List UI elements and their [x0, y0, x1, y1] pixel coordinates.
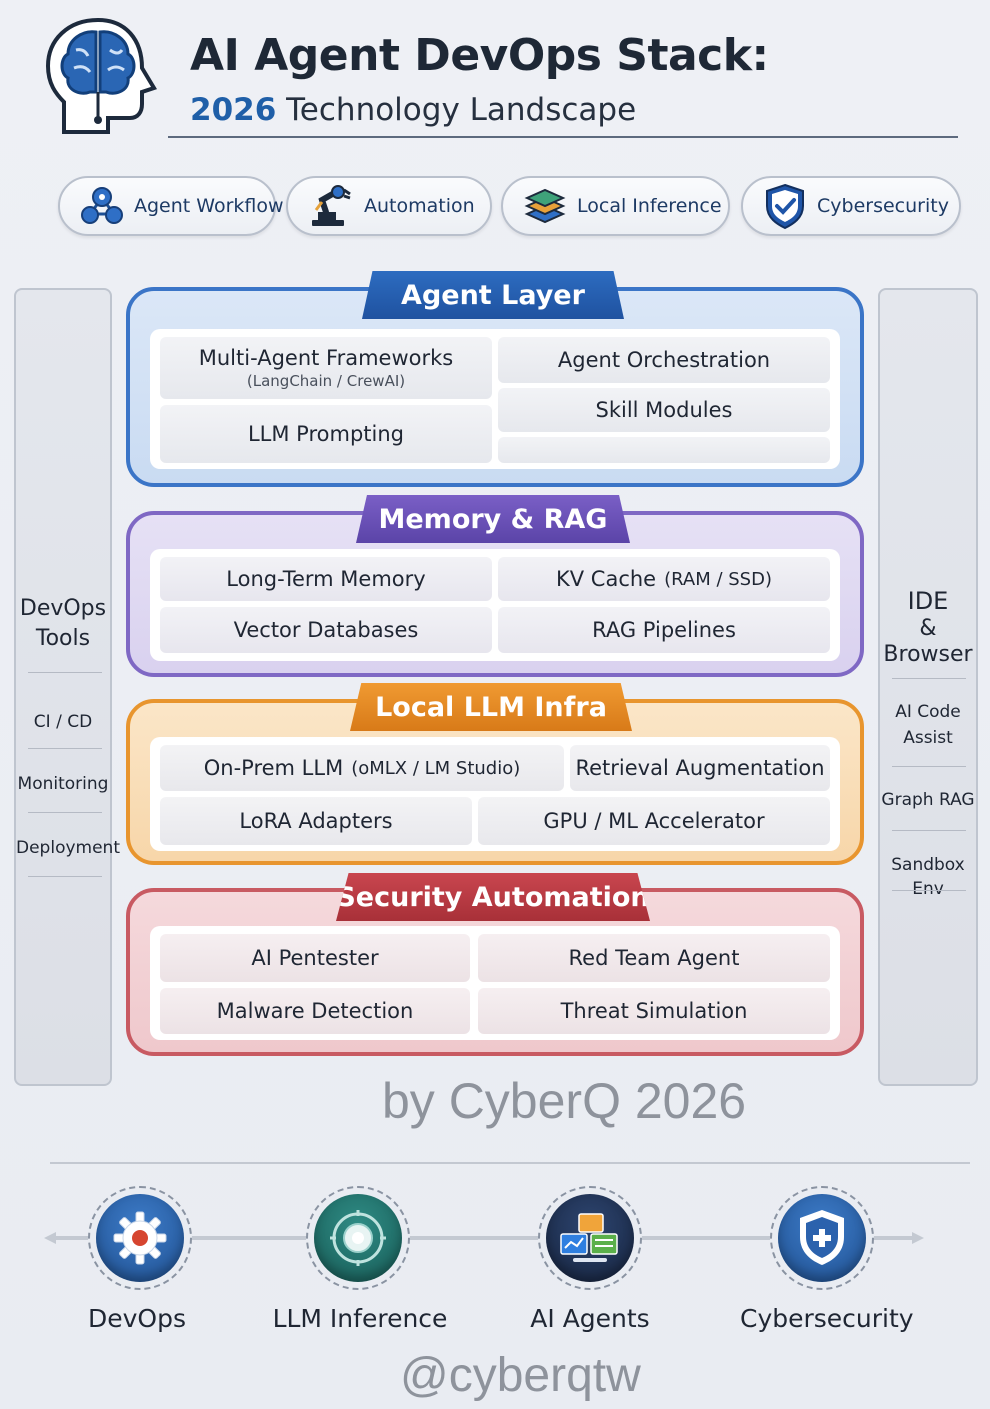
cell-orchestration: Agent Orchestration	[498, 337, 830, 383]
cell-retrieval-augmentation: Retrieval Augmentation	[570, 745, 830, 791]
side-item-ai-code-assist: Assist	[903, 728, 953, 748]
badge-devops	[88, 1186, 192, 1290]
cell-on-prem-llm: On-Prem LLM (oMLX / LM Studio)	[160, 745, 564, 791]
cell-sublabel: (oMLX / LM Studio)	[351, 757, 521, 779]
agent-layer-grid: Multi-Agent Frameworks (LangChain / Crew…	[150, 329, 840, 469]
chip-icon	[314, 1194, 402, 1282]
subtitle-year: 2026	[190, 92, 277, 128]
cell-lora-adapters: LoRA Adapters	[160, 797, 472, 845]
pill-cybersecurity: Cybersecurity	[741, 176, 961, 236]
shield-plus-icon	[778, 1194, 866, 1282]
brain-head-icon	[38, 14, 166, 138]
bottom-label-ai-agents: AI Agents	[530, 1304, 650, 1333]
side-title: IDE	[907, 587, 949, 615]
cell-sublabel: (LangChain / CrewAI)	[246, 372, 406, 390]
side-divider	[28, 812, 102, 813]
cell-threat-simulation: Threat Simulation	[478, 988, 830, 1034]
page-title: AI Agent DevOps Stack:	[190, 30, 769, 81]
security-layer-grid: AI Pentester Red Team Agent Malware Dete…	[150, 926, 840, 1040]
pill-local-inference: Local Inference	[501, 176, 730, 236]
memory-layer-grid: Long-Term Memory KV Cache (RAM / SSD) Ve…	[150, 549, 840, 661]
cell-llm-prompting: LLM Prompting	[160, 405, 492, 463]
side-divider	[28, 748, 102, 749]
timeline-arrow-left	[44, 1232, 56, 1244]
cell-red-team-agent: Red Team Agent	[478, 934, 830, 982]
gear-icon	[96, 1194, 184, 1282]
pill-agent-workflow: Agent Workflow	[58, 176, 284, 236]
cell-label: On-Prem LLM	[203, 756, 344, 780]
side-item-ci-cd: CI / CD	[33, 712, 93, 732]
robot-arm-icon	[312, 185, 351, 226]
workflow-nodes-icon	[81, 187, 123, 224]
side-divider	[892, 678, 966, 679]
cell-malware-detection: Malware Detection	[160, 988, 470, 1034]
side-title: &	[919, 616, 937, 641]
side-title: Tools	[35, 626, 91, 651]
side-item-deployment: Deployment	[16, 838, 120, 858]
security-layer: AI Pentester Red Team Agent Malware Dete…	[126, 888, 864, 1056]
side-title: DevOps	[19, 596, 107, 621]
layers-stack-icon	[524, 188, 566, 224]
subtitle-text: Technology Landscape	[286, 92, 637, 128]
bottom-label-devops: DevOps	[88, 1304, 186, 1333]
page-subtitle: 2026 Technology Landscape	[190, 92, 636, 128]
side-item-ai-code: AI Code	[895, 702, 961, 722]
cell-long-term-memory: Long-Term Memory	[160, 557, 492, 601]
timeline-arrow-right	[912, 1232, 924, 1244]
cell-ai-pentester: AI Pentester	[160, 934, 470, 982]
devops-tools-panel: DevOps Tools CI / CD Monitoring Deployme…	[14, 288, 120, 1086]
cell-skill-modules: Skill Modules	[498, 388, 830, 432]
pill-label: Cybersecurity	[817, 195, 949, 217]
timeline-line	[44, 1232, 924, 1244]
security-layer-title: Security Automation	[336, 873, 650, 921]
agent-screens-icon	[546, 1194, 634, 1282]
title-divider	[168, 136, 958, 138]
badge-ai-agents	[538, 1186, 642, 1290]
cell-rag-pipelines: RAG Pipelines	[498, 607, 830, 653]
side-divider	[892, 830, 966, 831]
side-divider	[892, 890, 966, 891]
agent-layer-title: Agent Layer	[362, 271, 624, 319]
credit-text: by CyberQ 2026	[382, 1073, 747, 1129]
side-title: Browser	[883, 642, 973, 667]
ide-browser-panel: IDE & Browser AI Code Assist Graph RAG S…	[878, 288, 978, 1086]
pill-label: Local Inference	[577, 195, 722, 217]
cell-empty	[498, 437, 830, 463]
llm-layer-grid: On-Prem LLM (oMLX / LM Studio) Retrieval…	[150, 737, 840, 851]
llm-layer-title: Local LLM Infra	[350, 683, 632, 731]
side-divider	[28, 672, 102, 673]
bottom-label-llm-inference: LLM Inference	[272, 1304, 448, 1333]
shield-check-icon	[766, 183, 804, 230]
agent-layer: Multi-Agent Frameworks (LangChain / Crew…	[126, 287, 864, 487]
side-item-graph-rag: Graph RAG	[881, 790, 975, 810]
cell-label: Multi-Agent Frameworks	[198, 346, 454, 370]
bottom-divider	[50, 1162, 970, 1164]
cell-gpu-accelerator: GPU / ML Accelerator	[478, 797, 830, 845]
social-handle: @cyberqtw	[400, 1349, 641, 1402]
cell-kv-cache: KV Cache (RAM / SSD)	[498, 557, 830, 601]
pill-label: Automation	[364, 195, 475, 217]
bottom-label-cybersecurity: Cybersecurity	[740, 1304, 914, 1333]
pill-label: Agent Workflow	[134, 195, 284, 217]
badge-llm-inference	[306, 1186, 410, 1290]
side-divider	[28, 876, 102, 877]
side-item-monitoring: Monitoring	[17, 774, 109, 794]
cell-label: KV Cache	[555, 567, 657, 591]
badge-cybersecurity	[770, 1186, 874, 1290]
cell-sublabel: (RAM / SSD)	[664, 568, 772, 590]
memory-layer-title: Memory & RAG	[356, 495, 630, 543]
pill-automation: Automation	[286, 176, 492, 236]
side-item-sandbox: Sandbox Env	[891, 855, 965, 899]
side-divider	[892, 766, 966, 767]
cell-multi-agent: Multi-Agent Frameworks (LangChain / Crew…	[160, 337, 492, 399]
cell-vector-databases: Vector Databases	[160, 607, 492, 653]
